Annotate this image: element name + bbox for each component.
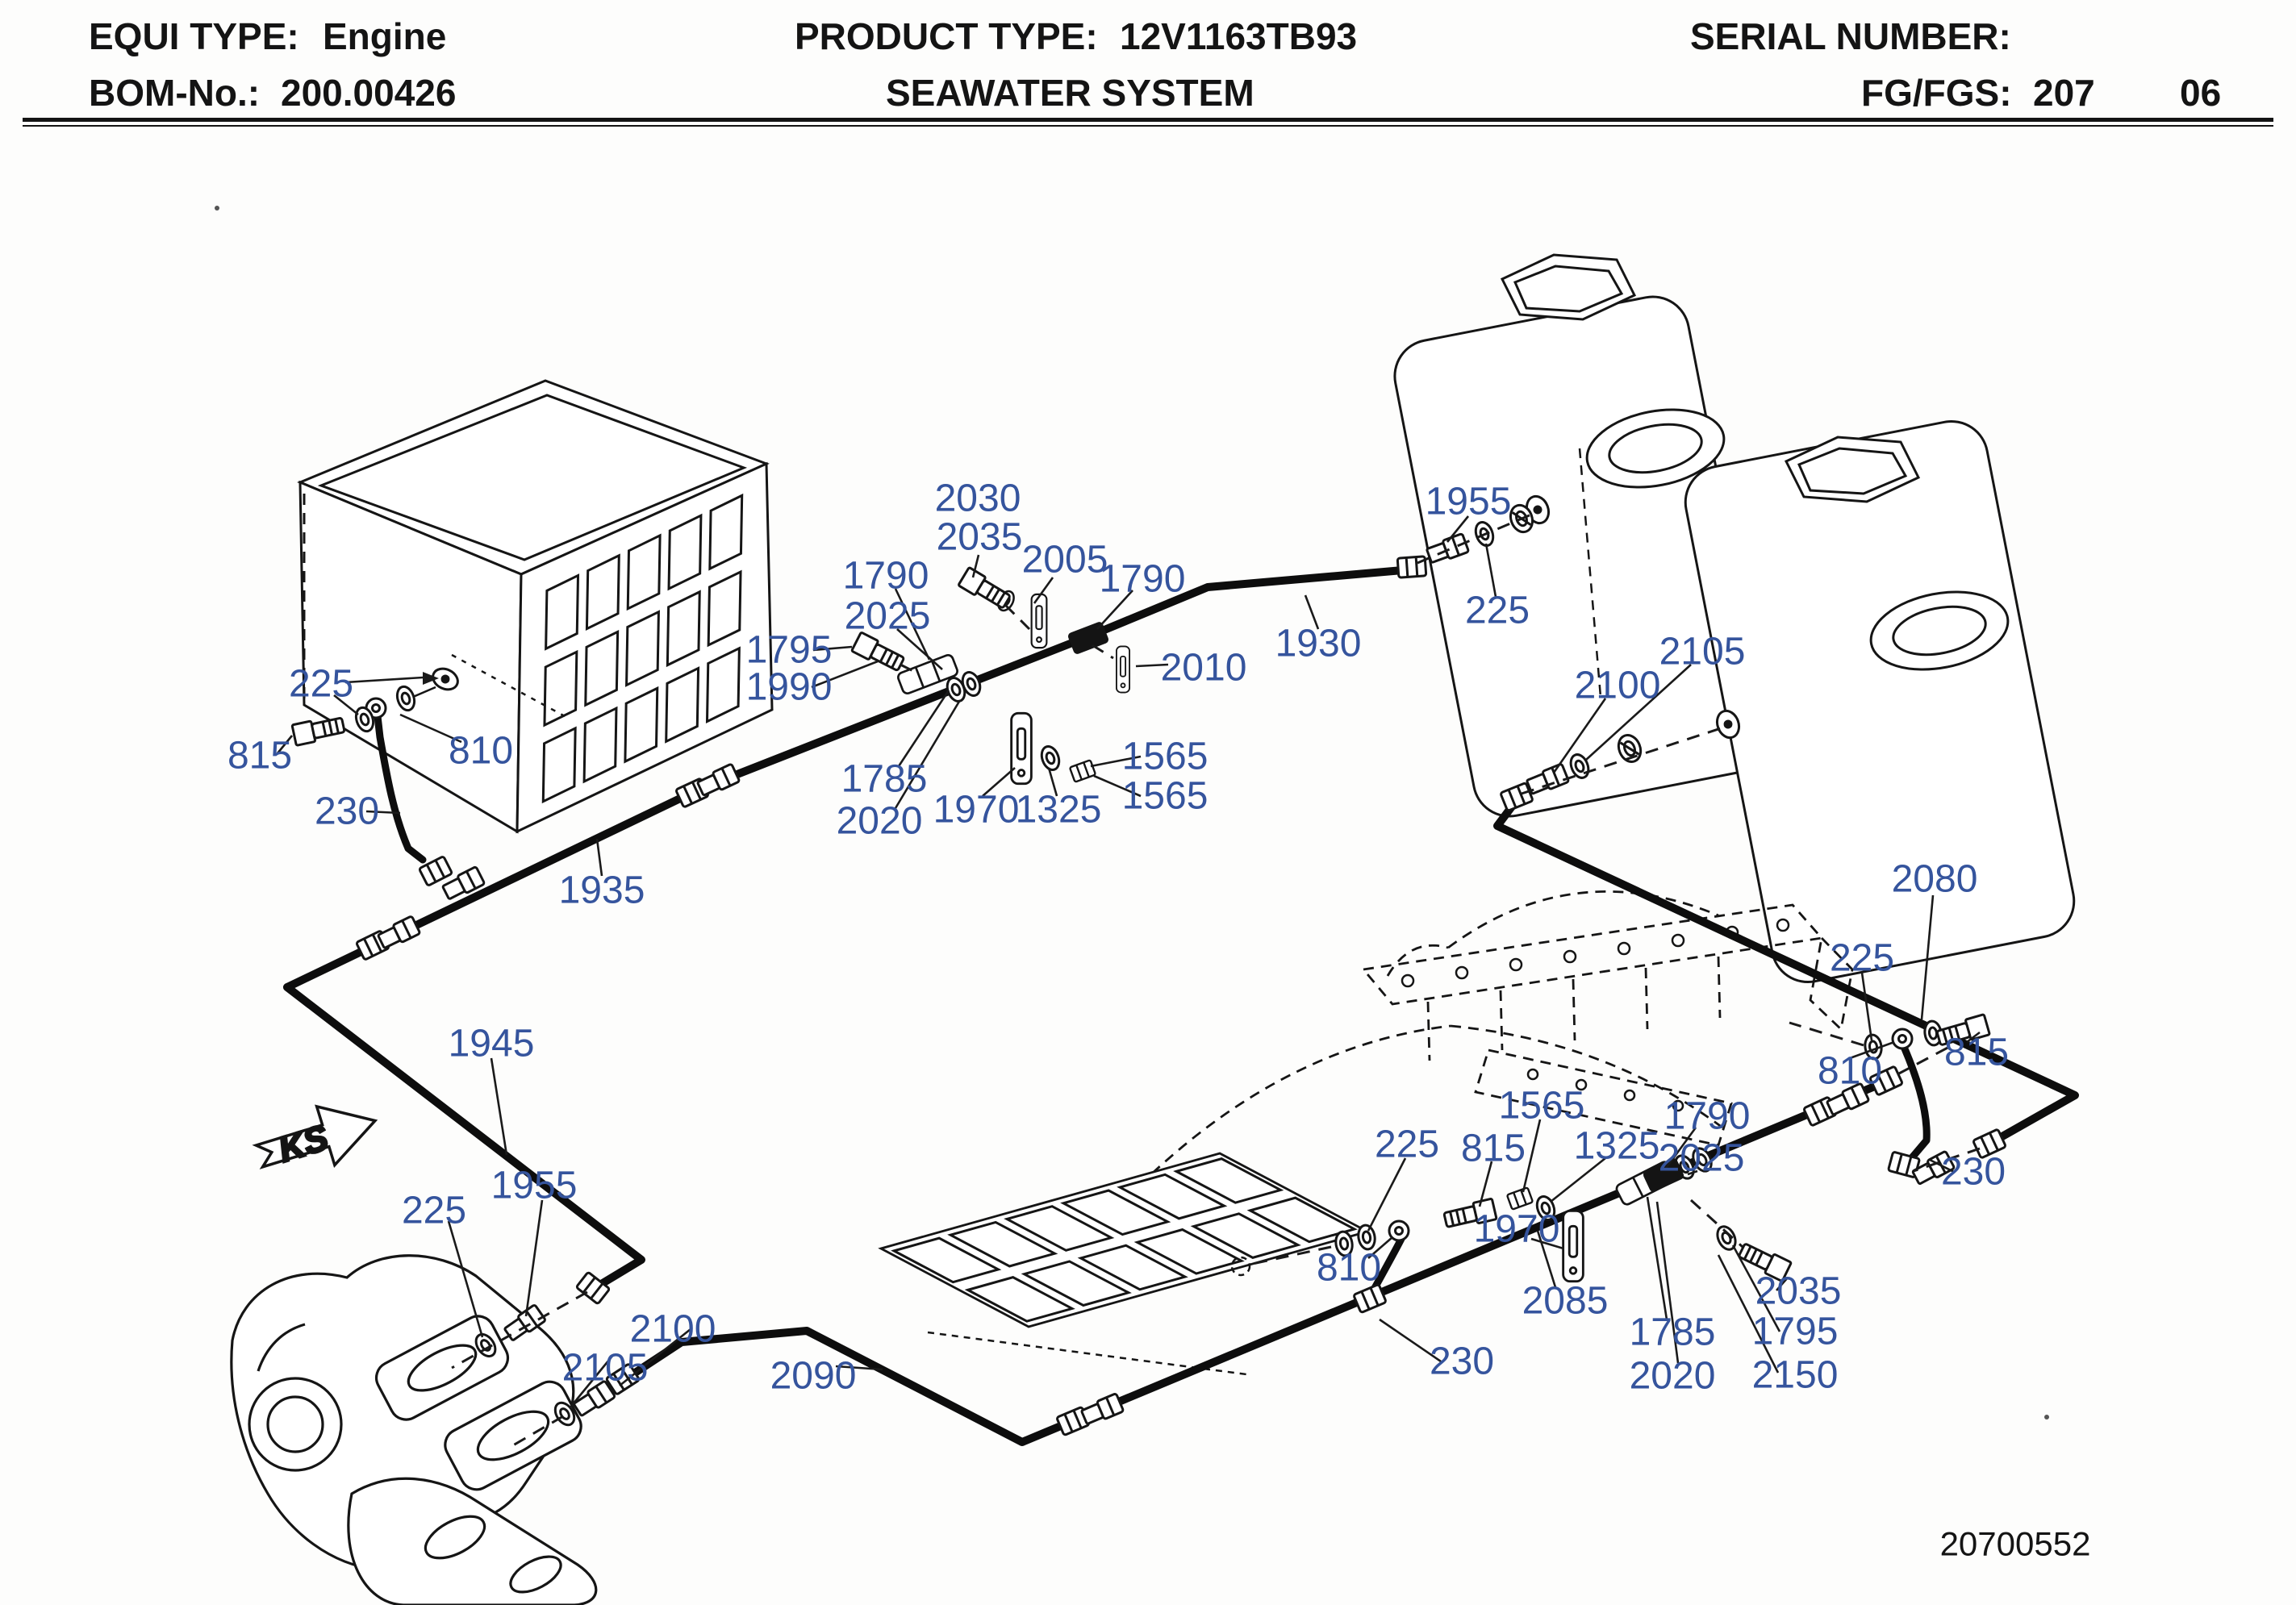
part-callout-1970: 1970	[1474, 1208, 1560, 1251]
part-callout-1325: 1325	[1574, 1125, 1660, 1168]
part-callout-815: 815	[1461, 1128, 1526, 1170]
ks-flow-arrow: KS	[252, 1104, 378, 1171]
bom-number-label: BOM-No.:	[89, 72, 261, 114]
system-title: SEAWATER SYSTEM	[886, 72, 1254, 114]
part-callout-1955: 1955	[491, 1165, 578, 1207]
part-callout-2020: 2020	[837, 800, 923, 843]
part-callout-2030: 2030	[935, 477, 1021, 520]
hose-230-right	[1898, 1036, 1931, 1165]
part-callout-810: 810	[1317, 1247, 1381, 1290]
part-callout-2105: 2105	[562, 1347, 649, 1390]
bom-number-value: 200.00426	[281, 72, 457, 114]
part-callout-1785: 1785	[841, 758, 928, 801]
strainer-box	[297, 381, 772, 832]
leader-lines	[276, 515, 1981, 1409]
product-type-value: 12V1163TB93	[1120, 15, 1358, 57]
header-divider	[23, 118, 2273, 122]
reference-dot-2	[2044, 1415, 2049, 1419]
part-callout-815: 815	[1944, 1032, 2009, 1074]
part-callout-1790: 1790	[843, 555, 929, 598]
part-callout-225: 225	[402, 1190, 466, 1232]
part-callout-1795: 1795	[1752, 1311, 1839, 1353]
part-callout-225: 225	[1830, 937, 1894, 980]
part-callout-2025: 2025	[1659, 1137, 1745, 1180]
part-callout-815: 815	[228, 735, 292, 777]
part-callout-1990: 1990	[746, 666, 833, 709]
seawater-tank-2	[1684, 419, 2076, 984]
fg-fgs-value-2: 06	[2180, 72, 2222, 114]
part-callout-2105: 2105	[1659, 631, 1746, 673]
pipe-1945	[283, 983, 645, 1292]
part-callout-2035: 2035	[1755, 1270, 1842, 1313]
part-callout-2100: 2100	[630, 1308, 716, 1351]
equi-type-value: Engine	[323, 15, 447, 57]
part-callout-2100: 2100	[1575, 665, 1661, 707]
seawater-tank-1	[1393, 253, 1769, 818]
part-callout-810: 810	[449, 730, 513, 773]
part-callout-2090: 2090	[770, 1355, 857, 1398]
part-callout-225: 225	[289, 663, 353, 706]
engine-block-1	[1361, 890, 1854, 1061]
part-callout-1970: 1970	[933, 789, 1020, 832]
callout-layer: 2030203520051790202517951990179020101930…	[228, 477, 2009, 1398]
pipe-2080	[1493, 796, 2079, 1148]
part-callout-230: 230	[315, 790, 379, 833]
part-callout-2085: 2085	[1522, 1280, 1609, 1323]
strainer-grid	[543, 495, 741, 801]
serial-number-label: SERIAL NUMBER:	[1690, 15, 2011, 57]
part-callout-1565: 1565	[1122, 736, 1209, 778]
pump-manifold	[230, 1254, 598, 1605]
part-callout-225: 225	[1375, 1124, 1439, 1166]
part-callout-1935: 1935	[559, 869, 645, 912]
part-callout-1325: 1325	[1016, 789, 1102, 832]
part-callout-2020: 2020	[1630, 1355, 1716, 1398]
part-callout-1955: 1955	[1426, 481, 1512, 523]
pipe-2090-2085	[619, 1078, 1890, 1446]
part-callout-230: 230	[1430, 1340, 1494, 1383]
part-callout-810: 810	[1818, 1050, 1882, 1093]
part-callout-1790: 1790	[1664, 1095, 1751, 1138]
part-callout-1795: 1795	[746, 629, 833, 672]
drawing-number: 20700552	[1940, 1525, 2091, 1563]
hose-230-left	[374, 712, 427, 864]
part-callout-2035: 2035	[937, 516, 1023, 559]
part-callout-230: 230	[1941, 1151, 2006, 1194]
part-callout-2010: 2010	[1161, 647, 1247, 690]
header-divider-2	[23, 125, 2273, 127]
part-callout-1945: 1945	[449, 1023, 535, 1065]
equi-type-label: EQUI TYPE:	[89, 15, 299, 57]
part-callout-2025: 2025	[845, 595, 931, 638]
strainer-port	[432, 667, 459, 691]
fg-fgs-value: 207	[2033, 72, 2095, 114]
fg-fgs-label: FG/FGS:	[1861, 72, 2012, 114]
product-type-label: PRODUCT TYPE:	[795, 15, 1098, 57]
part-callout-1790: 1790	[1100, 558, 1186, 601]
part-callout-2150: 2150	[1752, 1354, 1839, 1397]
engine-block-2	[881, 1024, 1733, 1374]
part-callout-1565: 1565	[1122, 775, 1209, 818]
part-callout-225: 225	[1465, 590, 1530, 632]
part-callout-1565: 1565	[1499, 1085, 1585, 1128]
part-callout-1930: 1930	[1275, 623, 1362, 665]
reference-dot	[215, 206, 219, 211]
hidden-axis-lines	[451, 513, 1981, 1447]
part-callout-2080: 2080	[1892, 858, 1978, 901]
part-callout-1785: 1785	[1630, 1311, 1716, 1354]
part-callout-2005: 2005	[1022, 539, 1108, 582]
